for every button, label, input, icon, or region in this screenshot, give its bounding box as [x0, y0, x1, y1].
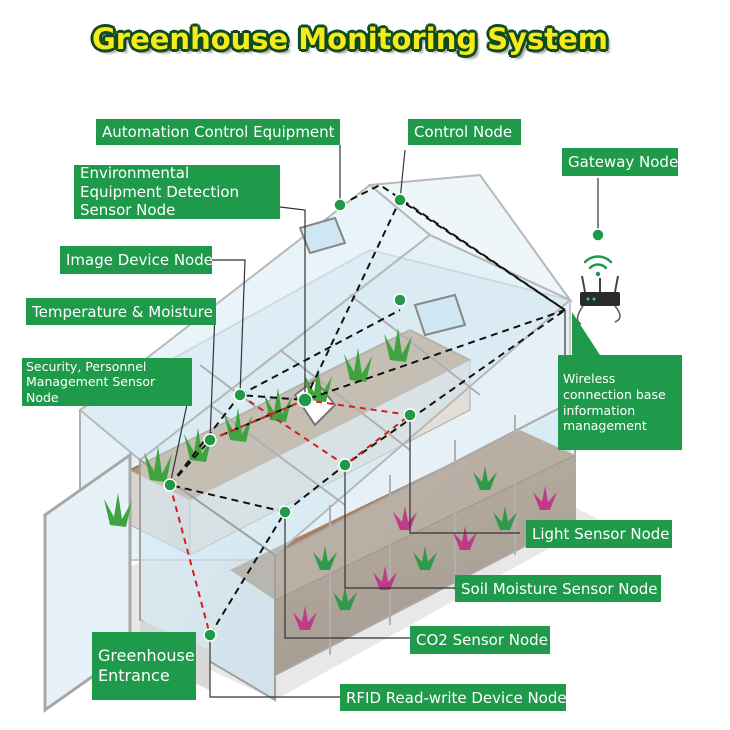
node-light-sensor: [403, 408, 417, 422]
node-security: [163, 478, 177, 492]
label-temperature-moisture: Temperature & Moisture: [26, 298, 216, 325]
label-automation-control: Automation Control Equipment: [96, 119, 340, 145]
diagram-title: Greenhouse Monitoring System: [91, 22, 609, 56]
leader-lines: [169, 145, 599, 698]
label-gateway-node: Gateway Node: [562, 148, 678, 176]
label-co2-sensor: CO2 Sensor Node: [410, 626, 550, 654]
node-control: [393, 193, 407, 207]
node-image-device: [233, 388, 247, 402]
node-automation-control: [333, 198, 347, 212]
node-co2-sensor: [278, 505, 292, 519]
label-soil-moisture: Soil Moisture Sensor Node: [455, 575, 661, 602]
sensor-nodes: [163, 193, 605, 642]
roof-top-ridge: [367, 173, 574, 303]
label-control-node: Control Node: [408, 119, 521, 145]
label-wireless-connection: Wireless connection base information man…: [558, 355, 682, 450]
roof-vent-right: [413, 293, 467, 337]
network-links-black: [169, 183, 566, 636]
label-greenhouse-entrance: Greenhouse Entrance: [92, 632, 196, 700]
plants-right-bed: [293, 466, 557, 630]
node-gateway: [591, 228, 605, 242]
wifi-icon: [583, 255, 613, 277]
label-rfid: RFID Read-write Device Node: [340, 684, 566, 711]
node-temperature-moisture: [203, 433, 217, 447]
node-roof-vent: [393, 293, 407, 307]
label-environmental-detection: Environmental Equipment Detection Sensor…: [74, 165, 280, 219]
router-icon: [576, 275, 621, 325]
roof-vent-top: [298, 216, 347, 255]
node-rfid: [203, 628, 217, 642]
node-environmental-detection: [297, 392, 313, 408]
label-light-sensor: Light Sensor Node: [526, 520, 672, 548]
wireless-callout-pointer: [572, 312, 600, 355]
label-security: Security, Personnel Management Sensor No…: [22, 358, 192, 406]
label-image-device: Image Device Node: [60, 246, 212, 274]
network-links-red: [169, 394, 413, 636]
node-soil-moisture: [338, 458, 352, 472]
